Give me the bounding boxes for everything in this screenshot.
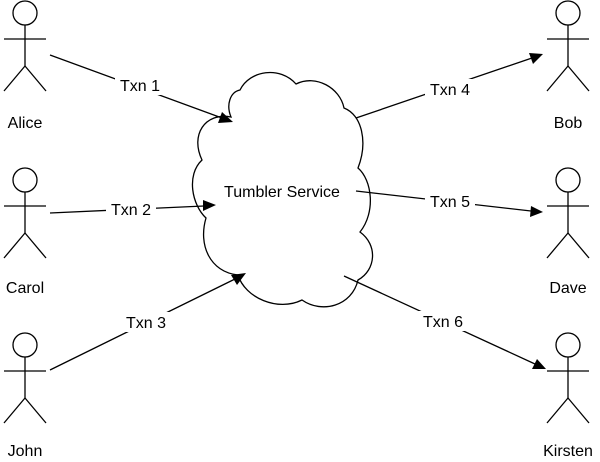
arrowhead [532, 359, 546, 369]
stick-figure-icon [546, 332, 590, 424]
tumbler-service-label: Tumbler Service [224, 184, 340, 201]
actor-label: Kirsten [543, 443, 593, 460]
edge-label-txn-6: Txn 6 [423, 314, 463, 331]
edge-tumbler-bob: Txn 4 [355, 53, 543, 119]
edges: Txn 1 Txn 2 Txn 3 Txn 4 Txn 5 [49, 53, 546, 371]
edge-label-txn-4: Txn 4 [430, 82, 470, 99]
edge-john-tumbler: Txn 3 [49, 273, 246, 371]
edge-label-txn-3: Txn 3 [126, 315, 166, 332]
edge-tumbler-dave: Txn 5 [355, 190, 543, 217]
actor-label: Alice [8, 115, 43, 132]
actor-carol: Carol [3, 167, 47, 297]
actor-label: Dave [549, 280, 586, 297]
stick-figure-icon [3, 332, 47, 424]
arrowhead [529, 53, 543, 64]
stick-figure-icon [3, 167, 47, 259]
arrowhead [218, 112, 233, 123]
edge-label-txn-2: Txn 2 [111, 202, 151, 219]
arrowhead [203, 200, 216, 211]
stick-figure-icon [546, 0, 590, 92]
edge-alice-tumbler: Txn 1 [49, 54, 233, 123]
actor-kirsten: Kirsten [543, 332, 593, 460]
cloud-shape [191, 71, 374, 308]
edge-tumbler-kirsten: Txn 6 [343, 275, 546, 369]
tumbler-service-node: Tumbler Service [191, 71, 374, 308]
edge-carol-tumbler: Txn 2 [49, 199, 216, 219]
actor-dave: Dave [546, 167, 590, 297]
stick-figure-icon [546, 167, 590, 259]
actor-bob: Bob [546, 0, 590, 132]
stick-figure-icon [3, 0, 47, 92]
arrowhead [231, 273, 246, 285]
actor-label: Carol [6, 280, 44, 297]
edge-label-txn-1: Txn 1 [120, 78, 160, 95]
actor-label: Bob [554, 115, 583, 132]
arrowhead [530, 206, 543, 217]
actor-alice: Alice [3, 0, 47, 132]
actor-label: John [8, 443, 43, 460]
edge-label-txn-5: Txn 5 [430, 194, 470, 211]
actor-john: John [3, 332, 47, 460]
